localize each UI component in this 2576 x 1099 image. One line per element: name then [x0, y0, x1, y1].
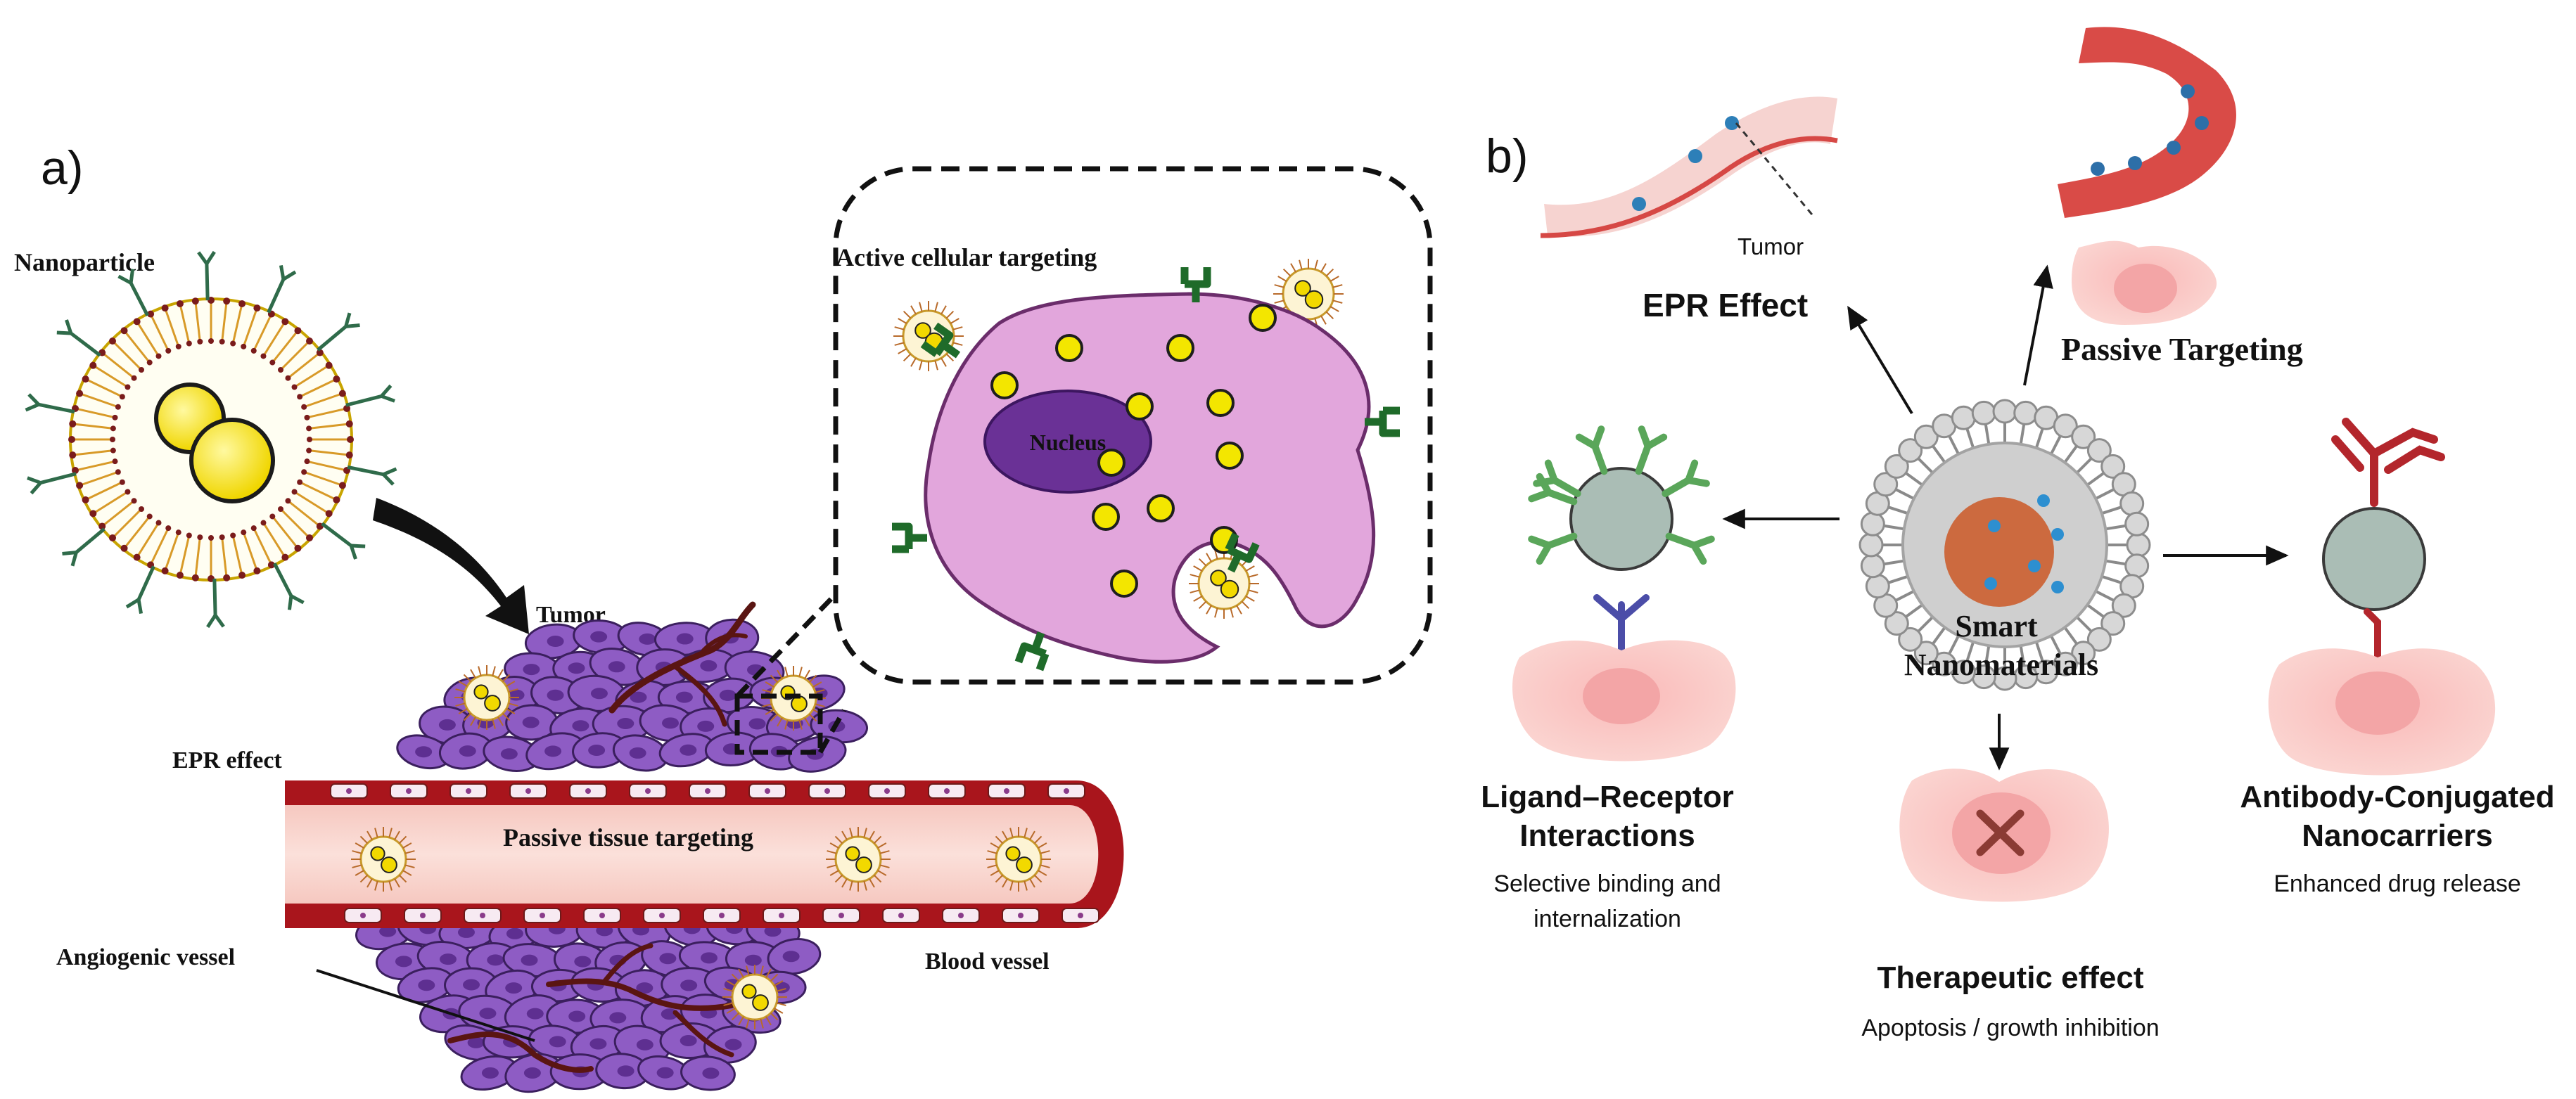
passive-tissue-label: Passive tissue targeting: [503, 823, 753, 851]
passive-vessel-icon: [2058, 27, 2236, 219]
ligand-sub-line1: Selective binding and: [1493, 870, 1721, 897]
nucleus-label: Nucleus: [1030, 430, 1106, 455]
antibody-title-line2: Nanocarriers: [2302, 818, 2492, 853]
active-targeting-box: [833, 166, 1433, 685]
arrow-to-passive: [2023, 264, 2053, 386]
curved-arrow-icon: [373, 498, 529, 634]
arrow-to-epr: [1847, 305, 1913, 415]
epr-tumor-label: Tumor: [1737, 233, 1804, 259]
x-mark-icon: [1976, 809, 2025, 856]
therapeutic-title: Therapeutic effect: [1877, 960, 2144, 995]
panel-b: b) Tumor EPR Effect Passive Targeting: [1481, 27, 2555, 1041]
antibody-nanoparticle-icon: [2322, 507, 2426, 611]
smart-label-line2: Nanomaterials: [1904, 648, 2098, 682]
antibody-receptor-icon: [2364, 608, 2381, 661]
receptor-icon: [1593, 594, 1650, 654]
antibody-icon: [2331, 418, 2445, 507]
epr-effect-label: EPR effect: [172, 747, 282, 773]
angiogenic-vessel-label: Angiogenic vessel: [56, 944, 235, 970]
epr-vessel-icon: [1540, 96, 1838, 238]
angiogenic-pointer-line: [316, 969, 535, 1042]
passive-targeting-title: Passive Targeting: [2061, 331, 2303, 367]
smart-label-line1: Smart: [1955, 609, 2038, 643]
nanoparticle-large-icon: [25, 250, 397, 629]
epr-effect-title: EPR Effect: [1643, 287, 1808, 323]
zoom-source-box: [734, 693, 823, 755]
target-cell: [924, 292, 1376, 664]
ligand-sub-line2: internalization: [1534, 906, 1681, 932]
cell-receptors: [892, 267, 1400, 671]
antibody-title-line1: Antibody-Conjugated: [2240, 780, 2554, 814]
smart-nanomaterial-icon: [1858, 399, 2151, 691]
ligand-title-line1: Ligand–Receptor: [1481, 780, 1733, 814]
blood-vessel: [285, 780, 1124, 928]
panel-a: a) Nanoparticle Tumor: [14, 141, 1433, 1093]
therapeutic-sub: Apoptosis / growth inhibition: [1861, 1015, 2159, 1041]
panel-a-label: a): [41, 141, 83, 195]
panel-b-label: b): [1486, 129, 1528, 183]
active-targeting-label: Active cellular targeting: [836, 243, 1097, 271]
ligand-nanoparticle-icon: [1528, 425, 1715, 571]
zoom-line-lower: [817, 709, 847, 754]
angiogenic-vessel-lines: [447, 601, 756, 1073]
blood-vessel-label: Blood vessel: [925, 949, 1050, 975]
ligand-title-line2: Interactions: [1519, 818, 1695, 853]
antibody-sub: Enhanced drug release: [2274, 870, 2521, 897]
